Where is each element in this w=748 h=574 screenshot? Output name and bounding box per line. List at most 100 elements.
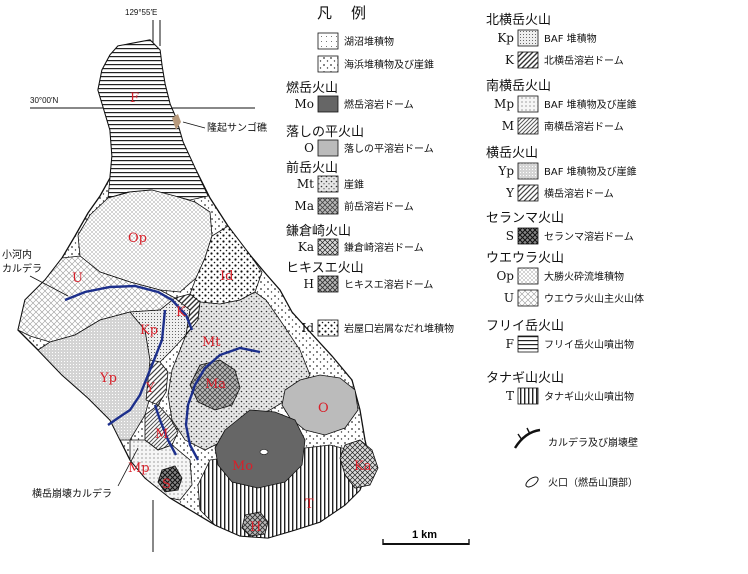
caldera-wall-kokochi (64, 284, 194, 331)
legend-ma-swatch (317, 197, 339, 215)
unit-O (281, 374, 359, 436)
legend-group-2: 前岳火山 (286, 160, 338, 176)
label-Mp: Mp (128, 461, 150, 476)
label-U: U (72, 271, 83, 286)
coral-reef-label: 隆起サンゴ礁 (207, 121, 267, 134)
legend-s-label: セランマ溶岩ドーム (544, 230, 634, 243)
legend-u-swatch (517, 289, 539, 307)
label-H: H (250, 520, 261, 535)
unit-F (97, 39, 209, 201)
unit-Ka (339, 439, 379, 489)
label-O: O (318, 401, 329, 416)
legend-title: 凡 例 (317, 4, 368, 22)
legend-u-label: ウエウラ火山主火山体 (544, 293, 644, 305)
legend-t-label: タナギ山火山噴出物 (544, 390, 634, 403)
legend-mo-label: 燃岳溶岩ドーム (344, 98, 414, 111)
label-M: M (155, 427, 168, 442)
scale-label: 1 km (412, 529, 437, 541)
legend-f-swatch (517, 335, 539, 353)
legend-f-code: F (506, 337, 514, 351)
unit-Mo (214, 409, 306, 489)
legend-yp-code: Yp (497, 164, 514, 178)
legend-mo-swatch (317, 95, 339, 113)
legend-id-swatch (317, 319, 339, 337)
legend-m-swatch (517, 117, 539, 135)
unit-Kp (129, 297, 191, 363)
legend-mp-code: Mp (494, 97, 514, 111)
label-F: F (130, 91, 139, 106)
legend-ka-swatch (317, 238, 339, 256)
legend-mt-code: Mt (297, 177, 314, 191)
unit-S (157, 465, 183, 493)
legend-m-label: 南横岳溶岩ドーム (544, 120, 624, 133)
caldera-wall-yokodake (107, 309, 167, 426)
legend-s-code: S (506, 229, 514, 243)
label-Mo: Mo (232, 459, 253, 474)
legend-basic-1-swatch (317, 55, 339, 73)
caldera-wall-south (153, 404, 178, 456)
legend-rgroup-3: セランマ火山 (486, 211, 564, 226)
legend-ma-code: Ma (295, 199, 314, 213)
legend-kp-label: BAF 堆積物 (544, 32, 597, 45)
coral-reef (172, 114, 181, 130)
legend-o-code: O (304, 141, 314, 155)
legend-ka-label: 鎌倉崎溶岩ドーム (344, 241, 424, 254)
caldera-wall-icon (513, 428, 541, 449)
legend-op-label: 大勝火砕流堆積物 (544, 270, 624, 283)
label-Kp: Kp (140, 323, 158, 338)
legend-rgroup-2: 横岳火山 (486, 146, 538, 161)
legend-group-0: 燃岳火山 (286, 80, 338, 96)
legend-h-label: ヒキスエ溶岩ドーム (344, 278, 433, 291)
label-Op: Op (128, 231, 147, 246)
legend-o-label: 落しの平溶岩ドーム (344, 142, 434, 155)
legend-group-4: ヒキスエ火山 (286, 261, 364, 276)
label-Id: Id (220, 269, 233, 284)
legend-m-code: M (502, 119, 514, 133)
label-T: T (305, 497, 314, 512)
legend-y-swatch (517, 184, 539, 202)
legend-mp-swatch (517, 95, 539, 113)
legend-caldera-label: カルデラ及び崩壊壁 (548, 436, 638, 449)
legend-rgroup-5: フリイ岳火山 (486, 319, 564, 334)
label-S: S (162, 477, 171, 492)
label-Ma: Ma (205, 377, 226, 392)
legend-h-swatch (317, 275, 339, 293)
latitude-label: 30°00′N (30, 96, 58, 105)
legend-kp-code: Kp (497, 31, 514, 45)
legend-yp-label: BAF 堆積物及び崖錐 (544, 165, 637, 178)
longitude-label: 129°55′E (125, 8, 157, 17)
legend-t-swatch (517, 387, 539, 405)
legend-mp-label: BAF 堆積物及び崖錐 (544, 98, 637, 111)
legend-op-code: Op (496, 269, 514, 283)
legend-basic-0-swatch (317, 32, 339, 50)
unit-H (241, 511, 269, 537)
legend-op-swatch (517, 267, 539, 285)
legend-k-swatch (517, 51, 539, 69)
crater-icon (525, 476, 539, 488)
legend-h-code: H (304, 277, 314, 291)
legend-mt-label: 崖錐 (344, 178, 364, 191)
legend-k-label: 北横岳溶岩ドーム (544, 54, 624, 67)
legend-basic-1-label: 海浜堆積物及び崖錐 (344, 58, 434, 71)
legend-group-3: 鎌倉崎火山 (286, 224, 351, 239)
legend-o-swatch (317, 139, 339, 157)
legend-id-code: Id (302, 321, 315, 335)
legend-yp-swatch (517, 162, 539, 180)
legend-id-label: 岩屋口岩屑なだれ堆積物 (344, 322, 454, 335)
legend-rgroup-4: ウエウラ火山 (486, 251, 564, 266)
label-Y: Y (145, 381, 155, 396)
legend-y-code: Y (505, 186, 515, 200)
label-Ka: Ka (354, 459, 372, 474)
kokochi-caldera-label-1: 小河内 (2, 248, 32, 261)
caldera-wall-maedake (184, 346, 261, 461)
legend-t-code: T (506, 389, 514, 403)
legend-mo-code: Mo (294, 97, 314, 111)
label-Mt: Mt (202, 335, 221, 350)
legend-rgroup-0: 北横岳火山 (486, 13, 551, 28)
legend-kp-swatch (517, 29, 539, 47)
legend-rgroup-6: タナギ山火山 (486, 371, 564, 386)
kokochi-caldera-label-2: カルデラ (2, 262, 42, 275)
legend-k-code: K (505, 53, 515, 67)
legend-rgroup-1: 南横岳火山 (486, 78, 551, 94)
